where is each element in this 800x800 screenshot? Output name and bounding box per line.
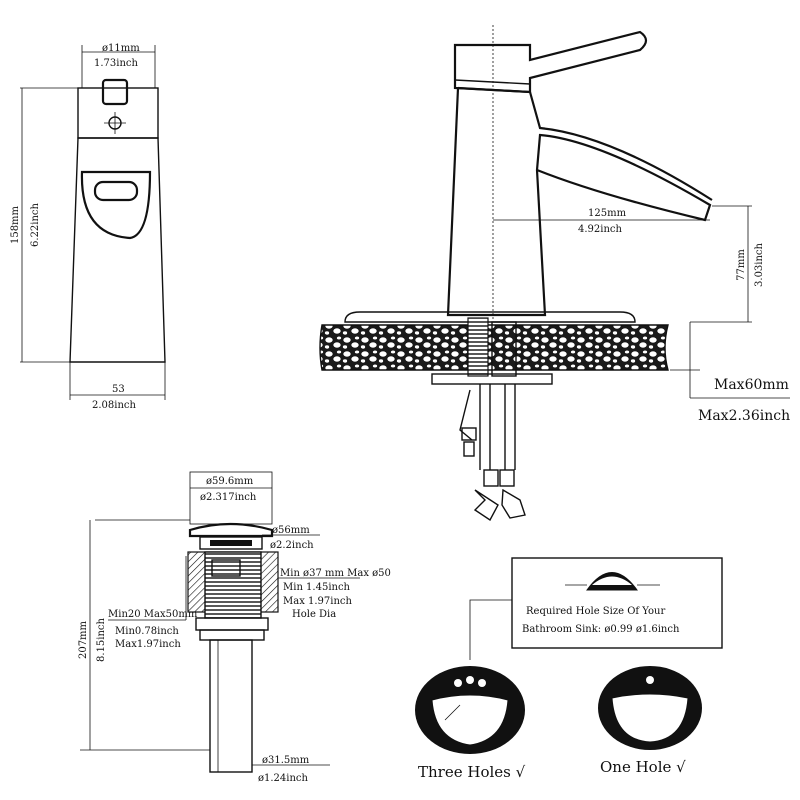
drain-threaded-body xyxy=(204,551,262,619)
front-height-mm: 158mm xyxy=(10,205,21,244)
drain-popup-cap xyxy=(188,522,274,538)
front-spout xyxy=(80,170,152,240)
drain-neck xyxy=(210,540,252,546)
drain-tailpiece xyxy=(209,639,253,773)
drain-tail-dia-in: ø1.24inch xyxy=(258,773,309,784)
front-height-in: 6.22inch xyxy=(30,202,41,247)
hole-info-line1: Required Hole Size Of Your xyxy=(526,606,665,617)
front-top-width-mm: ø11mm xyxy=(102,43,140,54)
side-deck-plate xyxy=(344,311,636,323)
side-reach-mm: 125mm xyxy=(588,208,627,219)
hole-size-box xyxy=(511,557,723,649)
sink-hole-left xyxy=(454,679,462,687)
front-base-width-mm: 53 xyxy=(112,384,125,395)
drain-assembly: ø59.6mm ø2.317inch ø56mm ø2.2inch Min ø3… xyxy=(78,471,391,784)
sink-hole-right xyxy=(478,679,486,687)
side-deck-max-in: Max2.36inch xyxy=(698,408,790,424)
side-mounting-plate xyxy=(431,373,553,385)
side-lift-rod xyxy=(459,389,473,441)
side-countertop xyxy=(319,324,669,371)
hole-info-line2: Bathroom Sink: ø0.99 ø1.6inch xyxy=(522,624,680,635)
side-hose-nut-right xyxy=(501,488,526,519)
side-deck-max-mm: Max60mm xyxy=(714,377,789,393)
front-top-width-in: 1.73inch xyxy=(94,58,139,69)
side-reach-in: 4.92inch xyxy=(578,224,623,235)
drain-thread-min-in: Min0.78inch xyxy=(115,626,179,637)
one-hole-label: One Hole √ xyxy=(600,758,686,776)
one-hole-sink: One Hole √ xyxy=(598,666,702,776)
side-spout-height-mm: 77mm xyxy=(736,249,747,281)
sink-hole-single xyxy=(646,676,654,684)
drain-height-in: 8.15inch xyxy=(96,617,107,662)
side-view: 125mm 4.92inch 77mm 3.03inch Max60mm xyxy=(319,25,790,522)
side-body xyxy=(446,87,712,317)
drain-tail-dia-mm: ø31.5mm xyxy=(262,755,310,766)
front-handle-block xyxy=(77,87,159,139)
drain-neck-dia-in: ø2.2inch xyxy=(270,540,314,551)
side-hose-nut-left xyxy=(473,489,499,522)
hole-size-info: Required Hole Size Of Your Bathroom Sink… xyxy=(469,557,723,660)
hole-info-leader xyxy=(469,599,512,660)
front-handle-lever xyxy=(101,78,129,106)
drain-body-range-max-in: Max 1.97inch xyxy=(283,596,353,607)
sink-hole-center xyxy=(466,676,474,684)
drain-height-mm: 207mm xyxy=(78,620,89,659)
drain-body-range-mm: Min ø37 mm Max ø50 xyxy=(280,568,391,579)
drain-cap-dia-mm: ø59.6mm xyxy=(206,476,254,487)
drain-body-range-note: Hole Dia xyxy=(292,609,336,620)
three-holes-label: Three Holes √ xyxy=(418,763,526,781)
drain-cap-dia-in: ø2.317inch xyxy=(200,492,257,503)
three-hole-sink: Three Holes √ xyxy=(415,666,526,781)
drain-neck-dia-mm: ø56mm xyxy=(272,525,310,536)
side-threaded-shank xyxy=(467,317,489,377)
drain-thread-max-in: Max1.97inch xyxy=(115,639,181,650)
front-view: ø11mm 1.73inch 158mm 6.22inch 53 2.08inc… xyxy=(10,43,166,411)
side-handle xyxy=(453,30,648,94)
front-base-width-in: 2.08inch xyxy=(92,400,137,411)
side-spout-height-in: 3.03inch xyxy=(754,242,765,287)
drain-thread-range-mm: Min20 Max50mm xyxy=(108,609,198,620)
drain-body-range-min-in: Min 1.45inch xyxy=(283,582,351,593)
drain-lock-nut xyxy=(195,617,269,631)
